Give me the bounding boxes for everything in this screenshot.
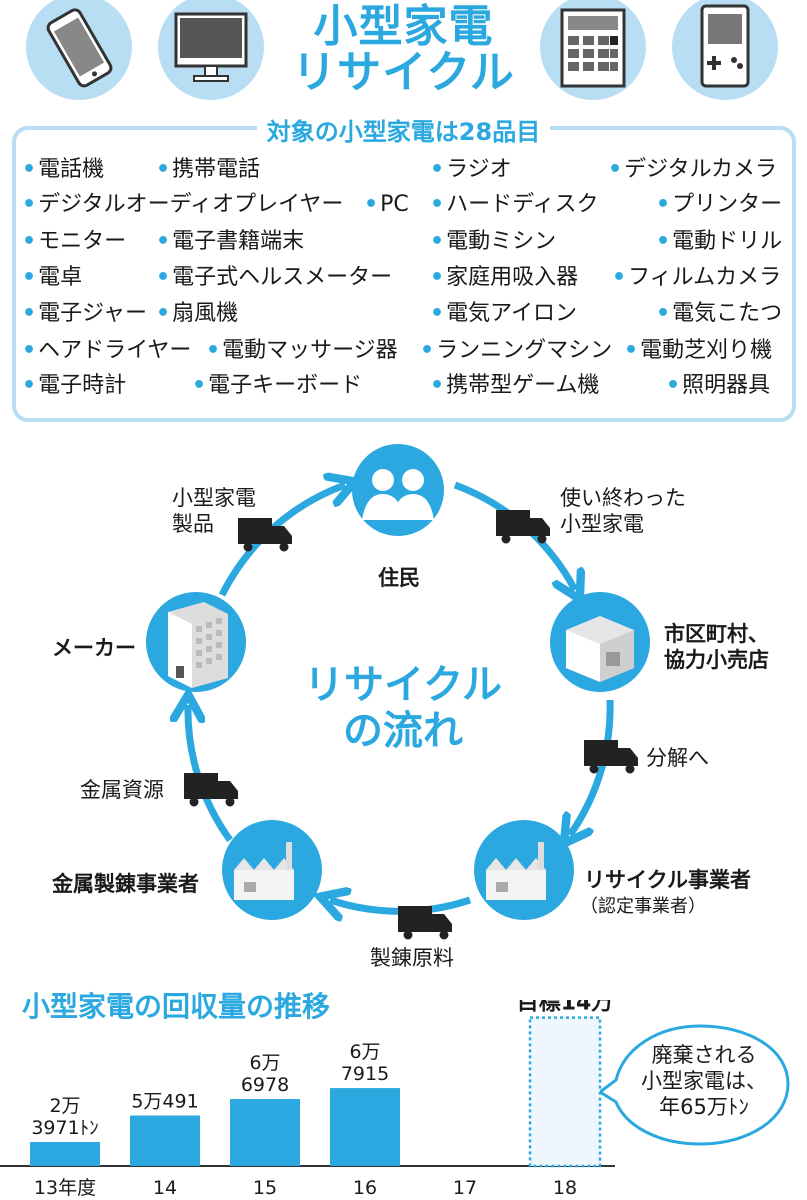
edge-label-metal-resource: 金属資源 (80, 778, 164, 802)
list-item: デジタルオーディオプレイヤー (22, 191, 343, 219)
list-item: 電動ミシン (430, 228, 556, 256)
truck-icon (184, 773, 238, 807)
list-item: 電話機 (22, 156, 104, 184)
game-console-icon-circle (672, 0, 778, 100)
data-label: 6万 (349, 1041, 380, 1063)
monitor-icon-circle (158, 0, 264, 100)
chart-title: 小型家電の回収量の推移 (22, 990, 331, 1023)
office-building-icon (168, 602, 228, 688)
callout-line2: 小型家電は、 (641, 1069, 767, 1093)
game-console-icon (700, 4, 750, 88)
list-item: 電子書籍端末 (156, 228, 304, 256)
truck-icon (496, 510, 550, 544)
node-label-recycler-note: （認定事業者） (580, 896, 706, 917)
edge-label-product-line1: 小型家電 (172, 486, 256, 510)
list-item: 電子ジャー (22, 300, 147, 328)
target-items-title: 対象の小型家電は28品目 (0, 112, 807, 147)
list-item: 電動芝刈り機 (624, 337, 772, 365)
shop-building-icon (566, 616, 634, 682)
list-item: 電動ドリル (656, 228, 782, 256)
list-item: 扇風機 (156, 300, 238, 328)
calculator-icon (560, 8, 626, 88)
data-label: 7915 (341, 1063, 389, 1085)
edge-label-product-line2: 製品 (172, 512, 214, 536)
list-item: 電子式ヘルスメーター (156, 264, 392, 292)
list-item: モニター (22, 228, 126, 256)
list-item: ヘアドライヤー (22, 337, 191, 365)
x-tick-label: 13年度 (34, 1177, 96, 1199)
edge-label-disassembly: 分解へ (646, 746, 709, 770)
bar (130, 1115, 200, 1166)
calculator-icon-circle (540, 0, 646, 100)
recycle-flow-ring (146, 444, 650, 940)
flow-arrow-municipality-to-recycler (570, 699, 614, 835)
truck-icon (238, 518, 292, 552)
edge-label-used-line2: 小型家電 (560, 512, 644, 536)
flow-arrow-residents-to-municipality (453, 481, 575, 590)
callout-line3: 年65万ﾄﾝ (659, 1095, 749, 1119)
truck-icon (398, 906, 452, 940)
list-item: 電動マッサージ器 (206, 337, 398, 365)
edge-label-used-line1: 使い終わった (560, 486, 686, 510)
data-label: 6978 (241, 1074, 289, 1096)
factory-icon (234, 842, 294, 900)
flow-arrow-smelter-to-maker (188, 705, 233, 843)
list-item: PC (364, 191, 409, 219)
node-label-municipality-line2: 協力小売店 (664, 648, 769, 672)
data-label: 2万 (49, 1095, 80, 1117)
node-label-municipality-line1: 市区町村、 (664, 622, 769, 646)
factory-icon (486, 842, 546, 900)
data-label: 目標14万 (517, 1000, 614, 1016)
list-item: 電気アイロン (430, 300, 577, 328)
node-label-smelter: 金属製錬事業者 (52, 872, 199, 896)
edge-label-smelting-material: 製錬原料 (370, 946, 454, 970)
target-bar (528, 1016, 602, 1168)
node-label-recycler: リサイクル事業者 (584, 868, 751, 892)
callout-bubble (600, 1024, 790, 1146)
node-label-residents: 住民 (378, 566, 420, 590)
x-tick-label: 16 (353, 1177, 377, 1199)
list-item: 電卓 (22, 264, 82, 292)
list-item: 電子キーボード (192, 372, 362, 400)
main-title-line2: リサイクル (292, 47, 515, 98)
x-tick-label: 15 (253, 1177, 277, 1199)
list-item: ラジオ (430, 156, 512, 184)
people-icon (362, 469, 434, 520)
smartphone-icon (46, 8, 113, 88)
flow-center-title-line1: リサイクル (304, 662, 502, 708)
list-item: ハードディスク (430, 191, 598, 219)
monitor-icon (174, 12, 248, 82)
flow-center-title-line2: の流れ (343, 708, 463, 754)
data-label: 3971ﾄﾝ (31, 1117, 98, 1139)
list-item: 電気こたつ (656, 300, 782, 328)
x-tick-label: 17 (453, 1177, 477, 1199)
main-title-line1: 小型家電 (313, 1, 494, 52)
list-item: 携帯型ゲーム機 (430, 372, 599, 400)
x-tick-label: 18 (553, 1177, 577, 1199)
list-item: 家庭用吸入器 (430, 264, 578, 292)
bar (230, 1099, 300, 1166)
callout-line1: 廃棄される (651, 1043, 757, 1067)
residents-node (352, 444, 444, 536)
bar (330, 1088, 400, 1166)
data-label: 5万491 (131, 1091, 198, 1113)
list-item: ランニングマシン (420, 337, 612, 365)
x-tick-label: 14 (153, 1177, 177, 1199)
bar (30, 1142, 100, 1166)
truck-icon (584, 740, 638, 774)
list-item: プリンター (656, 191, 782, 219)
node-label-maker: メーカー (52, 636, 136, 660)
data-label: 6万 (249, 1052, 280, 1074)
smartphone-icon-circle (26, 0, 132, 100)
list-item: 照明器具 (666, 372, 770, 400)
list-item: フィルムカメラ (612, 264, 781, 292)
list-item: 携帯電話 (156, 156, 260, 184)
list-item: 電子時計 (22, 372, 126, 400)
list-item: デジタルカメラ (608, 156, 777, 184)
